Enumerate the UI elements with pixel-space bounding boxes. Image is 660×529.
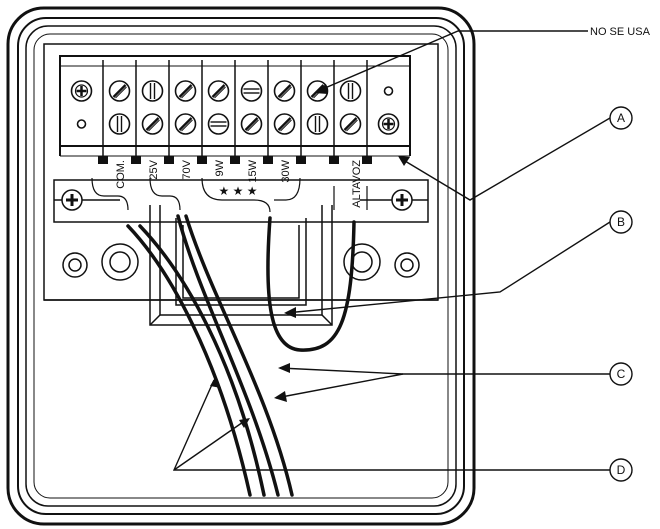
terminal-screws (70, 80, 400, 135)
arrowheads (210, 84, 410, 428)
terminal-screw-5-2 (207, 113, 230, 135)
terminal-screw-10-1 (383, 86, 394, 96)
terminal-block (59, 55, 411, 157)
callout-c-letter: C (617, 367, 626, 381)
terminal-screw-1-2 (76, 119, 87, 129)
terminal-screw-9-1 (339, 80, 362, 102)
leader-lines (172, 30, 611, 471)
label-70v: 70V (181, 159, 193, 179)
terminal-tabs (98, 156, 372, 164)
callout-d: D (609, 458, 633, 482)
terminal-labels: COM. 25V 70V 9W 15W 30W ALTAVOZ (115, 159, 363, 207)
mounting-hole-right (343, 243, 420, 281)
tap-stars: ★ ★ ★ (219, 184, 258, 198)
label-brackets (91, 177, 368, 213)
label-com: COM. (115, 160, 127, 189)
leader-c (279, 367, 610, 375)
ledge-screw-right (391, 189, 413, 211)
mounting-hole-left (62, 243, 139, 281)
callout-c: C (609, 362, 633, 386)
terminal-screw-9-2 (339, 113, 362, 135)
terminal-screw-7-2 (273, 113, 296, 135)
callout-a: A (609, 106, 633, 130)
leader-b (285, 221, 611, 314)
terminal-screw-6-1 (240, 80, 263, 102)
ledge-screw-left (61, 189, 83, 211)
note-no-se-usa: NO SE USA (590, 26, 651, 38)
terminal-screw-2-1 (108, 80, 131, 102)
terminal-screw-4-2 (174, 113, 197, 135)
terminal-screw-1-1 (70, 80, 93, 102)
terminal-screw-7-1 (273, 80, 296, 102)
terminal-screw-8-2 (306, 113, 329, 135)
label-15w: 15W (247, 159, 259, 182)
callout-b: B (609, 210, 633, 234)
terminal-screw-2-2 (108, 113, 131, 135)
callout-b-letter: B (617, 215, 625, 229)
terminal-screw-3-2 (141, 113, 164, 135)
housing (6, 6, 476, 526)
label-altavoz: ALTAVOZ (351, 160, 363, 208)
terminal-screw-6-2 (240, 113, 263, 135)
leader-no-se-usa (317, 30, 588, 92)
label-25v: 25V (148, 159, 160, 179)
leader-a (399, 117, 611, 201)
transformer-bracket (149, 205, 333, 326)
mounting-plate (43, 43, 439, 301)
terminal-screw-3-1 (141, 80, 164, 102)
wires (126, 214, 356, 497)
label-30w: 30W (280, 159, 292, 182)
label-9w: 9W (214, 159, 226, 176)
terminal-screw-4-1 (174, 80, 197, 102)
terminal-screw-10-2 (377, 113, 400, 135)
callout-a-letter: A (617, 111, 625, 125)
callout-d-letter: D (617, 463, 626, 477)
terminal-screw-5-1 (207, 80, 230, 102)
